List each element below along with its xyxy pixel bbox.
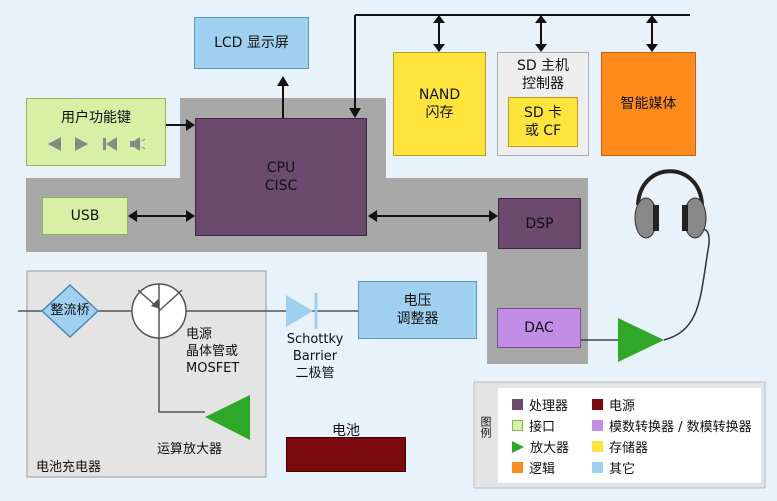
battery-label: 电池: [332, 423, 360, 439]
smart-media: 智能媒体: [601, 52, 696, 156]
legend-swatch-power: [592, 399, 603, 410]
usb-block: USB: [42, 197, 128, 235]
legend-item-power: 电源: [592, 395, 635, 414]
legend-title: 图例: [479, 416, 492, 438]
legend-label-logic: 逻辑: [529, 462, 556, 477]
schottky-label-2: Barrier: [292, 349, 338, 364]
user-function-keys-label: 用户功能键: [61, 110, 131, 126]
lcd-display-label: LCD 显示屏: [214, 35, 289, 51]
power-transistor-label-1: 电源: [186, 327, 213, 342]
battery-charger-label: 电池充电器: [36, 460, 102, 475]
schottky-label-3: 二极管: [295, 366, 335, 381]
voltage-regulator-sub-label: 调整器: [396, 311, 439, 327]
cpu-block: CPU CISC: [195, 118, 367, 236]
schottky-label-1: Schottky: [286, 332, 344, 347]
rectifier-label: 整流桥: [50, 303, 90, 318]
volume-icon: [130, 137, 146, 151]
sd-host-sub-label: 控制器: [522, 76, 564, 92]
power-transistor-label-3: MOSFET: [186, 361, 240, 376]
legend-item-other: 其它: [592, 458, 635, 477]
play-icon: [75, 137, 88, 151]
legend-item-storage: 存储器: [592, 437, 648, 456]
schottky-diode: [286, 295, 313, 327]
battery-block: [286, 437, 406, 472]
legend-label-storage: 存储器: [609, 441, 649, 456]
legend-item-interface: 接口: [512, 416, 555, 435]
nand-label: NAND: [418, 87, 461, 103]
legend-swatch-storage: [592, 441, 603, 452]
legend-swatch-converter: [592, 420, 603, 431]
legend-swatch-other: [592, 462, 603, 473]
legend-swatch-interface: [512, 420, 523, 431]
nand-sub-label: 闪存: [425, 105, 454, 121]
power-transistor-label-2: 晶体管或: [186, 344, 239, 359]
smart-media-label: 智能媒体: [620, 96, 677, 112]
dsp-label: DSP: [525, 215, 554, 232]
legend-label-amplifier: 放大器: [530, 441, 570, 456]
legend-swatch-logic: [512, 462, 523, 473]
usb-label: USB: [70, 208, 100, 224]
voltage-regulator: 电压 调整器: [358, 281, 477, 339]
op-amp-label: 运算放大器: [157, 442, 223, 457]
headphones-icon: [634, 169, 707, 239]
legend-label-other: 其它: [609, 462, 636, 477]
cpu-label: CPU: [266, 160, 296, 176]
headphone-amplifier: [618, 318, 664, 362]
sd-card: SD 卡 或 CF: [508, 97, 578, 147]
lcd-display: LCD 显示屏: [194, 17, 309, 69]
dac-label: DAC: [524, 320, 554, 336]
schottky-label: Schottky Barrier 二极管: [280, 331, 350, 382]
legend-swatch-processor: [512, 399, 523, 410]
op-amp-triangle: [205, 395, 250, 440]
sd-host-label: SD 主机: [516, 58, 570, 74]
voltage-regulator-label: 电压: [403, 293, 432, 309]
user-function-keys: 用户功能键: [26, 98, 166, 166]
legend-item-processor: 处理器: [512, 395, 568, 414]
media-key-icons: [43, 135, 149, 153]
legend-item-converter: 模数转换器 / 数模转换器: [592, 416, 752, 435]
rectifier-bridge: [40, 283, 100, 339]
legend-label-interface: 接口: [529, 420, 556, 435]
power-transistor-label: 电源 晶体管或 MOSFET: [186, 326, 239, 377]
dsp-block: DSP: [498, 198, 581, 249]
dac-block: DAC: [497, 308, 581, 348]
skip-back-icon: [103, 137, 117, 151]
rewind-icon: [48, 137, 61, 151]
legend-label-converter: 模数转换器 / 数模转换器: [609, 420, 752, 435]
sd-card-label: SD 卡: [523, 105, 563, 121]
legend-swatch-amplifier: [512, 440, 524, 453]
legend-item-logic: 逻辑: [512, 458, 555, 477]
legend-label-power: 电源: [609, 399, 636, 414]
legend-label-processor: 处理器: [529, 399, 569, 414]
cpu-type-label: CISC: [264, 178, 298, 194]
legend-item-amplifier: 放大器: [512, 437, 569, 456]
rectifier-label-box: 整流桥: [42, 301, 98, 321]
sd-card-sub-label: 或 CF: [524, 123, 562, 139]
nand-flash: NAND 闪存: [393, 52, 486, 156]
